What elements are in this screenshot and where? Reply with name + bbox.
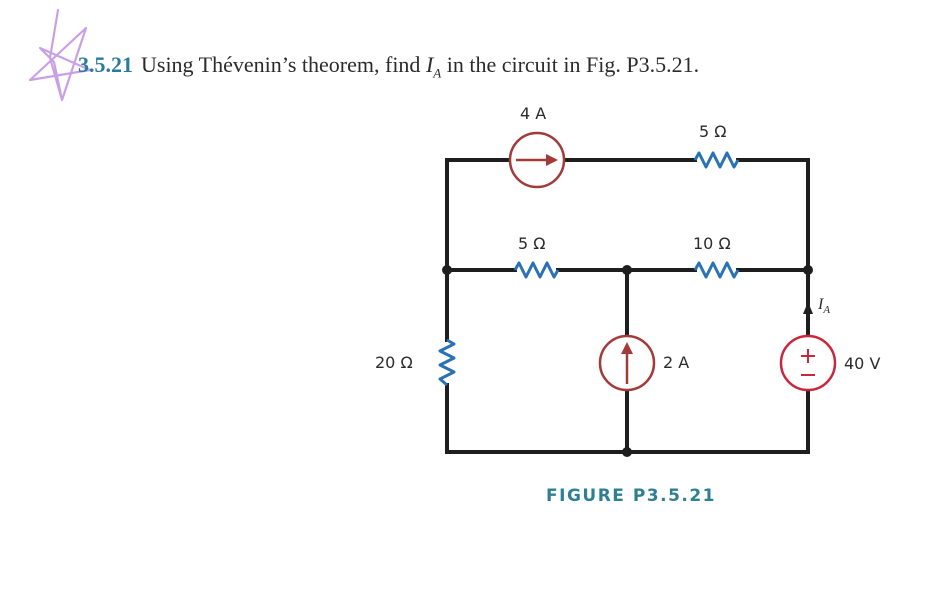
node-left-mid bbox=[442, 265, 452, 275]
problem-text-after: in the circuit in Fig. P3.5.21. bbox=[441, 52, 700, 77]
ia-symbol: I bbox=[818, 296, 824, 313]
label-40v: 40 V bbox=[844, 354, 881, 373]
label-4a: 4 A bbox=[520, 104, 547, 123]
current-source-2a bbox=[598, 334, 656, 392]
ia-subscript: A bbox=[823, 304, 831, 317]
current-direction-arrow-icon bbox=[803, 302, 813, 314]
label-20ohm: 20 Ω bbox=[375, 353, 413, 372]
figure-caption: FIGURE P3.5.21 bbox=[546, 486, 717, 506]
resistor-mid-left-5ohm bbox=[513, 261, 560, 279]
label-2a: 2 A bbox=[663, 353, 690, 372]
problem-number: 3.5.21 bbox=[78, 52, 133, 77]
problem-variable: I bbox=[425, 52, 434, 77]
node-center-mid bbox=[622, 265, 632, 275]
node-right-mid bbox=[803, 265, 813, 275]
current-source-4a bbox=[508, 131, 566, 189]
label-current-ia: IA bbox=[818, 296, 830, 316]
resistor-mid-right-10ohm bbox=[693, 261, 740, 279]
voltage-source-40v bbox=[779, 334, 837, 392]
label-10ohm: 10 Ω bbox=[693, 234, 731, 253]
arrow-right-icon bbox=[546, 154, 558, 166]
resistor-left-20ohm bbox=[438, 338, 456, 387]
label-mid-5ohm: 5 Ω bbox=[518, 234, 546, 253]
label-top-5ohm: 5 Ω bbox=[699, 122, 727, 141]
problem-text-before: Using Thévenin’s theorem, find bbox=[141, 52, 426, 77]
handwritten-star-annotation bbox=[28, 8, 92, 102]
resistor-top-5ohm bbox=[693, 151, 740, 169]
problem-variable-sub: A bbox=[433, 65, 442, 81]
arrow-up-icon bbox=[621, 342, 633, 354]
node-center-bottom bbox=[622, 447, 632, 457]
